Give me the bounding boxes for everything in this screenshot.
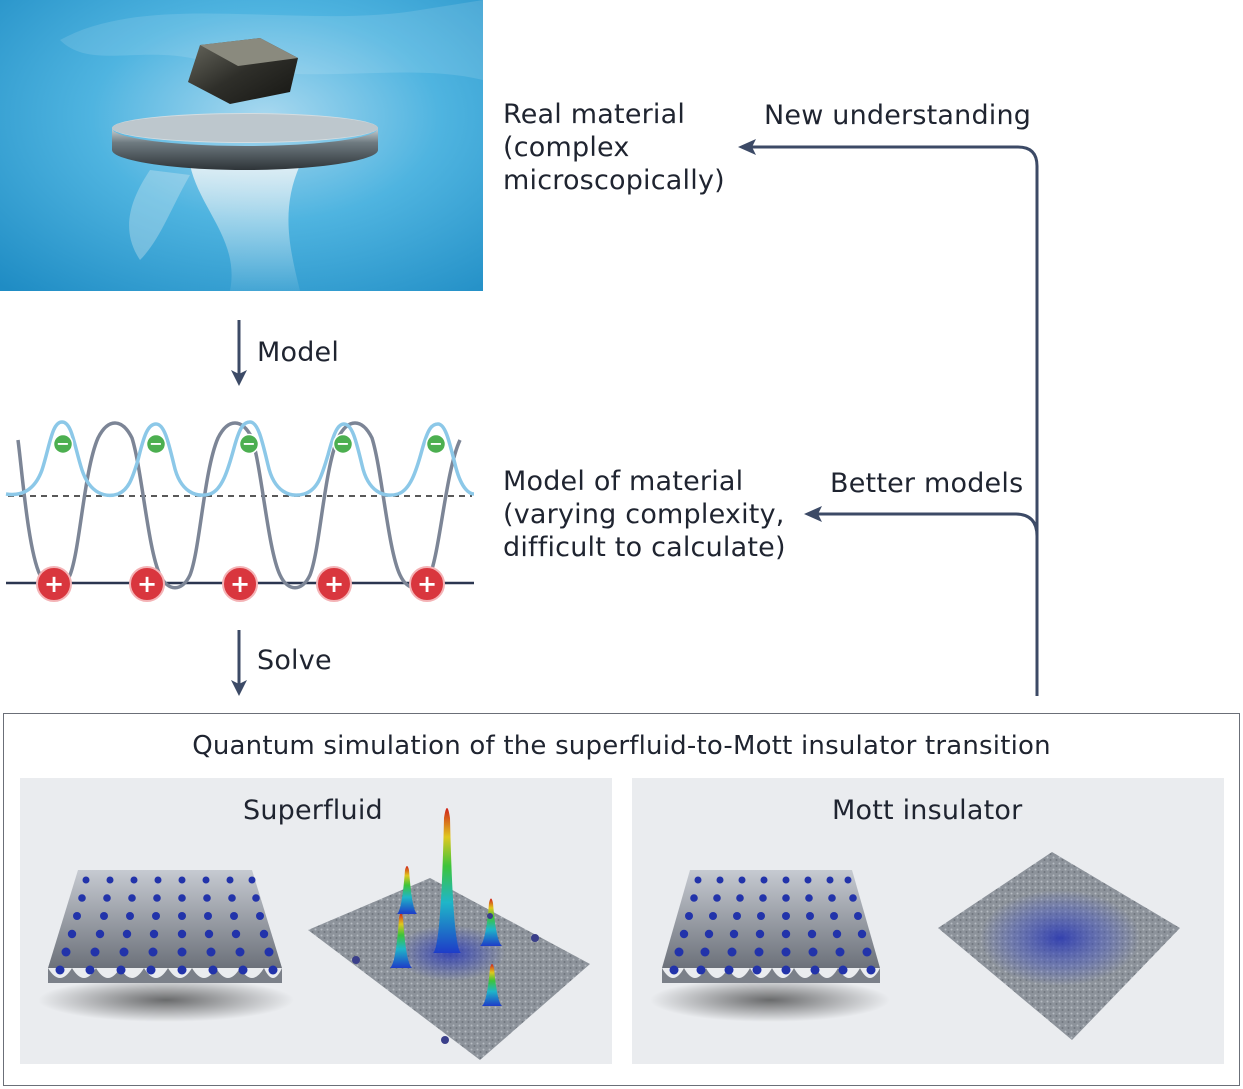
electron: −	[238, 433, 260, 455]
model-arrowhead	[231, 370, 247, 386]
levitation-illustration	[0, 0, 483, 291]
mott-density-blob	[980, 890, 1140, 986]
model-of-material-label: Model of material (varying complexity, d…	[503, 466, 786, 563]
solve-step-label: Solve	[257, 645, 332, 676]
ions: + + + + +	[36, 566, 445, 602]
lattice-model-diagram: − − − − − + + + + +	[5, 420, 475, 602]
svg-text:−: −	[242, 434, 255, 453]
superfluid-title: Superfluid	[243, 795, 383, 826]
svg-text:+: +	[230, 570, 250, 598]
ion: +	[129, 566, 165, 602]
svg-text:+: +	[44, 570, 64, 598]
electron: −	[332, 433, 354, 455]
solve-arrowhead	[231, 680, 247, 696]
better-models-arrowhead	[804, 506, 822, 522]
svg-text:−: −	[149, 434, 162, 453]
lattice-atoms	[55, 876, 278, 975]
svg-text:+: +	[137, 570, 157, 598]
real-material-label: Real material (complex microscopically)	[503, 99, 725, 196]
electron-wavefunction-curve	[5, 420, 475, 498]
electron: −	[425, 433, 447, 455]
superfluid-panel: Superfluid	[20, 778, 612, 1064]
mott-insulator-panel: Mott insulator	[632, 778, 1224, 1064]
interference-peaks	[352, 808, 539, 1044]
svg-text:−: −	[56, 434, 69, 453]
better-models-branch	[818, 512, 1039, 537]
feedback-loop-line	[752, 145, 1039, 696]
svg-text:+: +	[417, 570, 437, 598]
model-step-label: Model	[257, 337, 340, 368]
lattice-atoms	[669, 876, 876, 975]
svg-text:−: −	[429, 434, 442, 453]
electron: −	[145, 433, 167, 455]
periodic-potential-curve	[16, 421, 462, 590]
ion: +	[36, 566, 72, 602]
mott-insulator-title: Mott insulator	[832, 795, 1023, 826]
ion: +	[222, 566, 258, 602]
electrons: − − − − −	[52, 433, 447, 455]
svg-text:+: +	[324, 570, 344, 598]
new-understanding-label: New understanding	[764, 100, 1032, 131]
electron: −	[52, 433, 74, 455]
better-models-label: Better models	[830, 468, 1024, 499]
simulation-title: Quantum simulation of the superfluid-to-…	[192, 731, 1051, 761]
ion: +	[409, 566, 445, 602]
new-understanding-arrowhead	[738, 139, 756, 155]
svg-text:−: −	[336, 434, 349, 453]
superfluid-graphics	[38, 808, 590, 1060]
levitating-magnet-photo	[0, 0, 483, 291]
quantum-simulation-box	[3, 713, 1240, 1086]
mott-insulator-graphics	[650, 852, 1180, 1040]
ion: +	[316, 566, 352, 602]
